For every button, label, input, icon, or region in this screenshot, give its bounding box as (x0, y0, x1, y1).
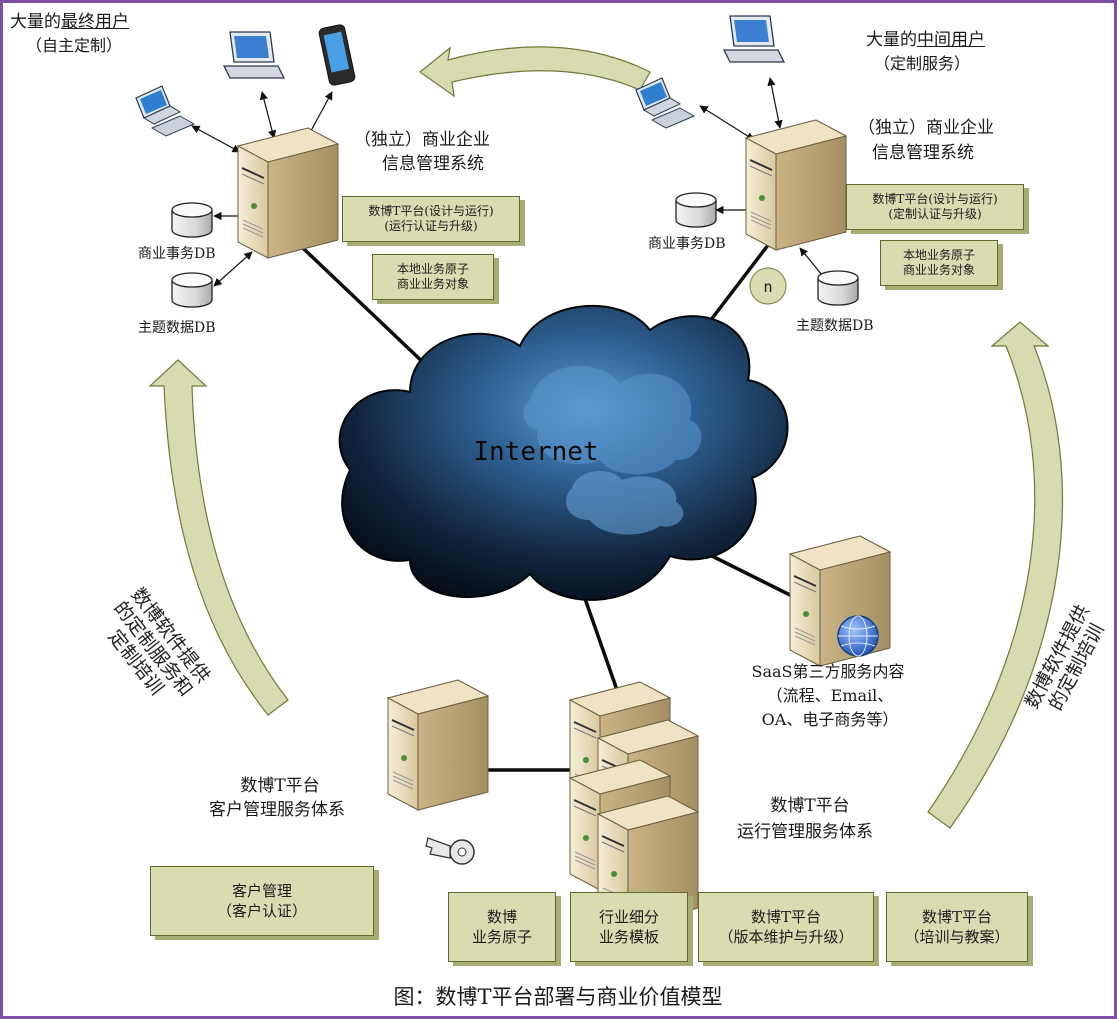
top-right-platform-box: 数博T平台(设计与运行) (定制认证与升级) (846, 184, 1024, 230)
top-right-local-box: 本地业务原子 商业业务对象 (880, 240, 998, 286)
figure-caption: 图：数博T平台部署与商业价值模型 (393, 985, 723, 1009)
top-right-platform-line-2: (定制认证与升级) (888, 207, 982, 221)
desktop-pc-icon (635, 77, 695, 129)
node-badge: n (749, 267, 787, 305)
bottom-box-1-line-1: 数博 (486, 908, 517, 926)
top-right-system-title-1: （独立）商业企业 (858, 118, 994, 138)
business-db-icon (171, 202, 213, 238)
bottom-box-business-atom: 数博 业务原子 (448, 892, 556, 962)
top-right-local-line-1: 本地业务原子 (902, 248, 975, 262)
bottom-box-industry-template: 行业细分 业务模板 (570, 892, 688, 962)
saas-line-1: SaaS第三方服务内容 (751, 662, 905, 681)
bottom-box-3-line-2: （版本维护与升级） (718, 928, 854, 946)
theme-db-icon (171, 272, 213, 308)
right-curved-arrow (927, 321, 1064, 829)
top-left-user-subtitle: （自主定制） (26, 36, 123, 55)
bottom-box-version-upgrade: 数博T平台 （版本维护与升级） (698, 892, 874, 962)
saas-line-2: （流程、Email、 (766, 686, 894, 705)
top-left-local-line-2: 商业业务对象 (396, 277, 469, 291)
customer-management-box: 客户管理 （客户认证） (150, 866, 374, 936)
bottom-box-2-line-2: 业务模板 (598, 928, 659, 946)
top-left-system-title-1: （独立）商业企业 (354, 130, 490, 150)
top-left-system-title-2: 信息管理系统 (382, 154, 484, 174)
desktop-pc-icon (135, 85, 195, 137)
customer-box-line-1: 客户管理 (231, 882, 292, 900)
top-right-user-title: 大量的中间用户 (866, 30, 985, 50)
top-left-user-title: 大量的最终用户 (10, 12, 129, 32)
bottom-box-1-line-2: 业务原子 (471, 928, 532, 946)
customer-system-line-1: 数博T平台 (240, 776, 320, 796)
theme-db-icon (817, 270, 859, 306)
top-left-db-theme-label: 主题数据DB (138, 320, 216, 336)
node-badge-label: n (763, 278, 772, 296)
internet-cloud: Internet (338, 304, 789, 601)
key-icon (425, 837, 475, 865)
globe-icon (837, 615, 879, 657)
bottom-box-4-line-1: 数博T平台 (921, 908, 992, 926)
saas-line-3: OA、电子商务等） (761, 710, 899, 729)
bottom-box-2-line-1: 行业细分 (598, 908, 659, 926)
top-left-user-underlined: 最终用户 (61, 12, 129, 32)
laptop-icon (723, 15, 785, 63)
laptop-icon (223, 31, 285, 79)
smartphone-icon (317, 23, 357, 87)
top-right-platform-line-1: 数博T平台(设计与运行) (872, 192, 998, 206)
customer-system-line-2: 客户管理服务体系 (209, 800, 345, 820)
bottom-box-training: 数博T平台 （培训与教案） (886, 892, 1028, 962)
business-server-icon (237, 127, 339, 259)
customer-box-line-2: （客户认证） (216, 902, 307, 920)
top-curved-arrow (419, 46, 651, 98)
operation-system-line-1: 数博T平台 (770, 796, 850, 816)
top-right-user-subtitle: （定制服务） (874, 54, 971, 73)
top-right-user-prefix: 大量的 (866, 30, 917, 50)
bottom-box-3-line-1: 数博T平台 (750, 908, 821, 926)
operation-system-line-2: 运行管理服务体系 (737, 822, 873, 842)
internet-label: Internet (473, 437, 598, 467)
bottom-box-4-line-2: （培训与教案） (904, 928, 1010, 946)
operation-server-cluster-icon (569, 681, 699, 927)
top-right-user-underlined: 中间用户 (917, 30, 985, 50)
top-left-platform-line-1: 数博T平台(设计与运行) (368, 204, 494, 218)
top-right-db-theme-label: 主题数据DB (796, 318, 874, 334)
top-right-db-business-label: 商业事务DB (648, 236, 726, 252)
top-left-user-prefix: 大量的 (10, 12, 61, 32)
top-left-local-line-1: 本地业务原子 (396, 262, 469, 276)
left-curved-arrow (148, 359, 289, 716)
top-left-platform-line-2: (运行认证与升级) (384, 219, 478, 233)
top-right-local-line-2: 商业业务对象 (902, 263, 975, 277)
business-db-icon (675, 192, 717, 228)
top-left-local-box: 本地业务原子 商业业务对象 (372, 254, 494, 300)
business-server-icon (745, 119, 847, 251)
top-right-system-title-2: 信息管理系统 (872, 143, 974, 163)
customer-server-icon (387, 679, 489, 811)
top-left-db-business-label: 商业事务DB (138, 246, 216, 262)
top-left-platform-box: 数博T平台(设计与运行) (运行认证与升级) (342, 196, 520, 242)
